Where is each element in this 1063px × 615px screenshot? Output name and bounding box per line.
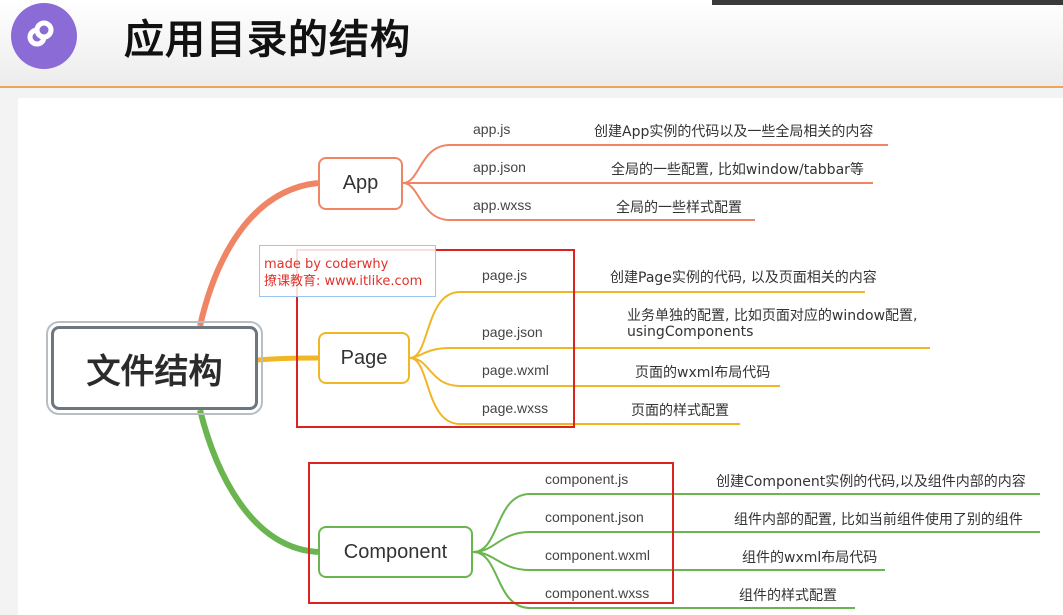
component-js-line xyxy=(472,493,1040,553)
app-json-desc: 全局的一些配置, 比如window/tabbar等 xyxy=(611,162,864,178)
page-title: 应用目录的结构 xyxy=(124,17,411,63)
app-wxss-line xyxy=(402,182,755,221)
component-wxss-line xyxy=(472,551,855,609)
watermark-line2: 撩课教育: www.itlike.com xyxy=(264,274,423,289)
app-js-label: app.js xyxy=(473,121,511,137)
component-trunk xyxy=(197,409,319,555)
component-wxml-desc: 组件的wxml布局代码 xyxy=(742,550,878,566)
watermark-line1: made by coderwhy xyxy=(264,257,389,272)
app-js-desc: 创建App实例的代码以及一些全局相关的内容 xyxy=(594,124,874,140)
page-wxss-desc: 页面的样式配置 xyxy=(631,403,729,419)
watermark-box: made by coderwhy 撩课教育: www.itlike.com xyxy=(259,245,436,297)
component-js-desc: 创建Component实例的代码,以及组件内部的内容 xyxy=(716,474,1026,490)
page-trunk xyxy=(257,355,319,363)
component-highlight-box xyxy=(308,462,674,604)
component-js-label: component.js xyxy=(545,471,629,487)
page-wxss-label: page.wxss xyxy=(482,400,549,416)
app-json-label: app.json xyxy=(473,159,526,175)
component-json-desc: 组件内部的配置, 比如当前组件使用了别的组件 xyxy=(734,512,1023,528)
app-wxss-desc: 全局的一些样式配置 xyxy=(616,200,742,216)
mini-program-logo-icon xyxy=(11,3,77,69)
page-wxml-line xyxy=(409,357,780,387)
app-node: App xyxy=(318,157,403,210)
page-js-desc: 创建Page实例的代码, 以及页面相关的内容 xyxy=(610,270,877,286)
app-wxss-label: app.wxss xyxy=(473,197,532,213)
component-json-line xyxy=(472,531,1040,553)
page-node: Page xyxy=(318,332,410,384)
page-js-label: page.js xyxy=(482,267,528,283)
root-node: 文件结构 xyxy=(46,321,263,415)
app-trunk xyxy=(197,180,319,327)
component-json-label: component.json xyxy=(545,509,644,525)
page-json-desc-line2: usingComponents xyxy=(627,324,754,340)
page-wxml-desc: 页面的wxml布局代码 xyxy=(635,365,771,381)
page-js-line xyxy=(409,291,865,359)
component-wxml-label: component.wxml xyxy=(545,547,651,563)
page-wxml-label: page.wxml xyxy=(482,362,549,378)
app-js-line xyxy=(402,144,888,184)
component-wxss-desc: 组件的样式配置 xyxy=(739,588,837,604)
component-wxss-label: component.wxss xyxy=(545,585,650,601)
page-json-desc: 业务单独的配置, 比如页面对应的window配置, xyxy=(627,308,918,324)
top-dark-bar xyxy=(712,0,1063,5)
page-json-label: page.json xyxy=(482,324,543,340)
component-node: Component xyxy=(318,526,473,578)
page-wxss-line xyxy=(409,357,740,425)
header-bar: 应用目录的结构 xyxy=(0,0,1063,88)
